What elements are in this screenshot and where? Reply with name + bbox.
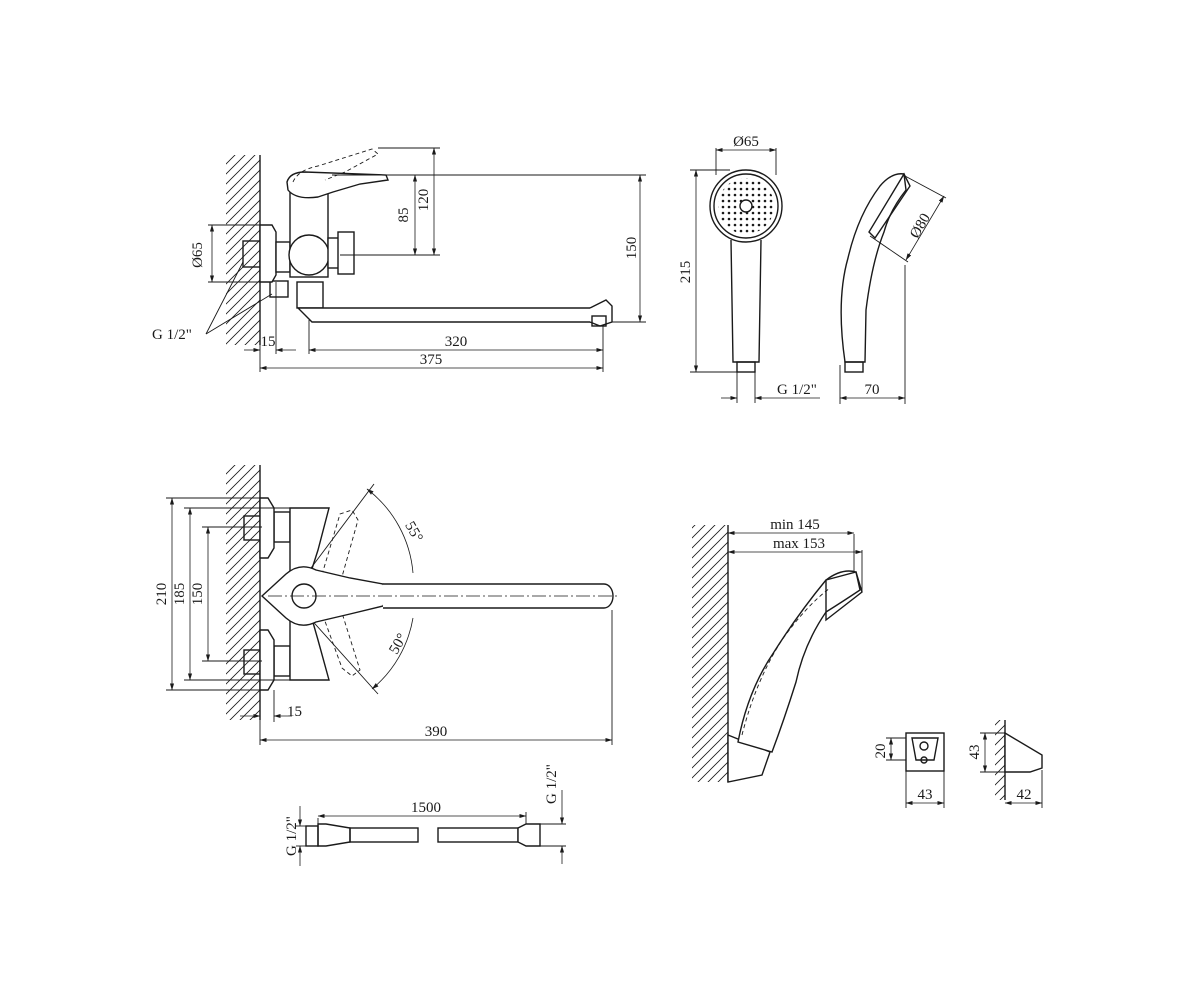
dim-diameter-80: Ø80 — [907, 211, 934, 241]
thread-label: G 1/2" — [777, 382, 817, 398]
dim-15: 15 — [287, 704, 302, 720]
dim-320: 320 — [445, 334, 468, 350]
dim-210: 210 — [154, 583, 170, 606]
dim-85: 85 — [396, 208, 412, 223]
dim-215: 215 — [678, 261, 694, 284]
dim-43: 43 — [918, 787, 933, 803]
dim-120: 120 — [416, 189, 432, 212]
mixer-top-view: 55° 50° 210 185 150 15 390 — [154, 465, 620, 745]
wall-hatch — [226, 465, 260, 720]
thread-right: G 1/2" — [544, 764, 560, 804]
dim-150: 150 — [624, 237, 640, 260]
dim-185: 185 — [172, 583, 188, 606]
thread-left: G 1/2" — [284, 816, 300, 856]
dim-43: 43 — [967, 745, 983, 760]
wall-hatch — [692, 525, 728, 782]
angle-50: 50° — [386, 631, 410, 657]
holder-side-view: 43 42 — [967, 720, 1043, 808]
dim-375: 375 — [420, 352, 443, 368]
dim-diameter-65: Ø65 — [733, 134, 759, 150]
dim-20: 20 — [873, 744, 889, 759]
shower-hose-view: G 1/2" G 1/2" 1500 — [284, 764, 566, 866]
angle-55: 55° — [401, 519, 425, 545]
dim-390: 390 — [425, 724, 448, 740]
dim-max-153: max 153 — [773, 536, 825, 552]
mixer-side-view: Ø65 85 120 150 15 320 375 G 1/2" — [152, 147, 646, 372]
dim-15: 15 — [261, 334, 276, 350]
hand-shower-front-view: Ø65 215 G 1/2" — [678, 134, 820, 403]
holder-assembly-view: min 145 max 153 — [692, 517, 863, 783]
dim-150: 150 — [190, 583, 206, 606]
dim-min-145: min 145 — [770, 517, 820, 533]
dim-diameter-65: Ø65 — [190, 242, 206, 268]
holder-front-view: 20 43 — [873, 732, 945, 808]
hand-shower-side-view: Ø80 70 — [839, 172, 947, 404]
hose-length: 1500 — [411, 800, 441, 816]
dim-70: 70 — [865, 382, 880, 398]
dim-42: 42 — [1017, 787, 1032, 803]
wall-hatch — [995, 720, 1005, 800]
thread-label: G 1/2" — [152, 327, 192, 343]
